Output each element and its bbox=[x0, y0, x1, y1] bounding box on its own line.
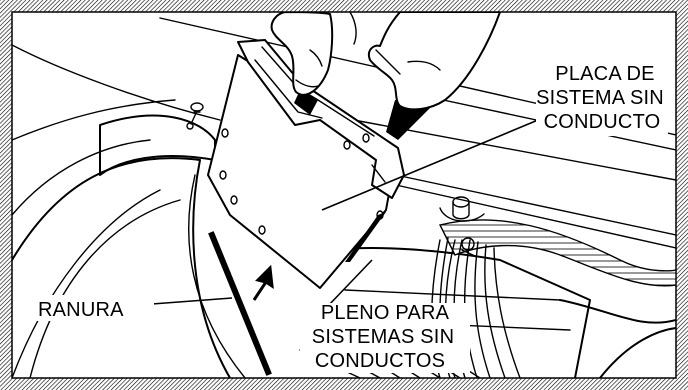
label-plenum-line-3: CONDUCTOS bbox=[315, 350, 445, 372]
label-plenum-line-1: PLENO PARA bbox=[321, 302, 450, 324]
label-plate-line-1: PLACA DE bbox=[555, 63, 654, 85]
hands bbox=[270, 12, 501, 111]
label-plate: PLACA DE SISTEMA SIN CONDUCTO bbox=[536, 63, 664, 133]
drum-opening bbox=[12, 114, 246, 378]
label-plate-line-3: CONDUCTO bbox=[544, 111, 661, 133]
label-plate-line-2: SISTEMA SIN bbox=[536, 87, 664, 109]
label-slot: RANURA bbox=[38, 299, 124, 321]
slot-line bbox=[208, 231, 272, 376]
label-slot-text: RANURA bbox=[38, 299, 124, 321]
screw-right-icon bbox=[439, 196, 485, 222]
ductless-plate bbox=[207, 39, 405, 289]
screw-left-icon bbox=[186, 102, 204, 130]
label-plenum-line-2: SISTEMAS SIN bbox=[312, 326, 454, 348]
label-plenum: PLENO PARA SISTEMAS SIN CONDUCTOS bbox=[312, 302, 454, 372]
up-right-arrow-icon bbox=[252, 264, 274, 301]
